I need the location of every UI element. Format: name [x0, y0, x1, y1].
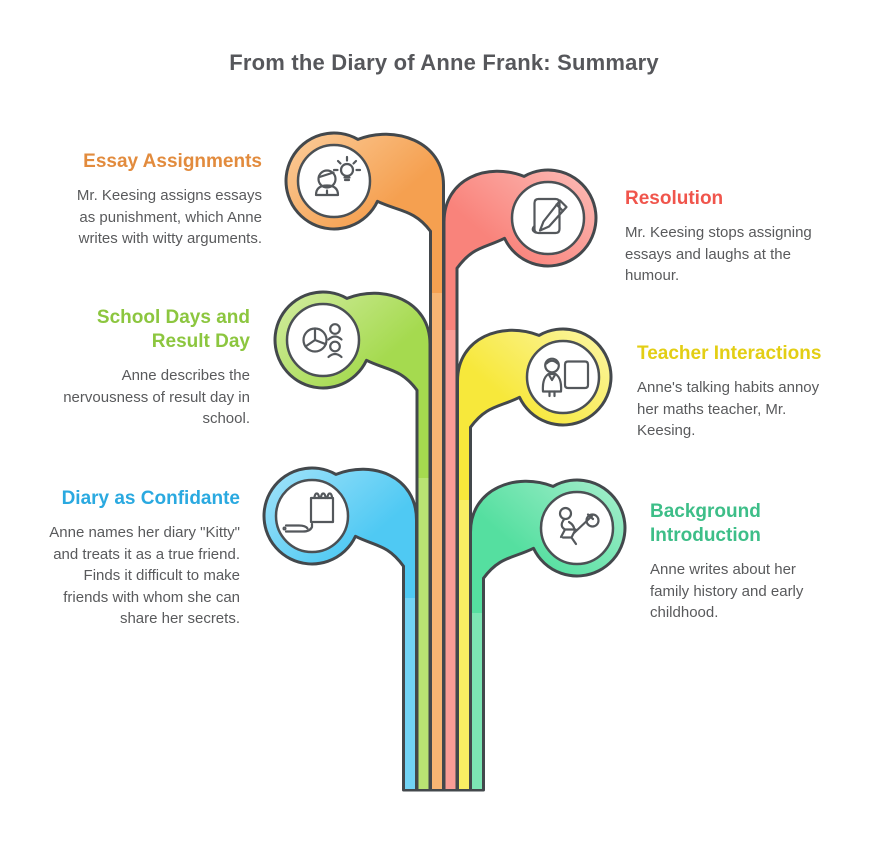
- icon-circle: [525, 339, 601, 415]
- branch-heading: School Days and Result Day: [96, 307, 250, 352]
- branch-note-background-introduction: Background Introduction Anne writes abou…: [650, 500, 865, 624]
- stem-segment: [445, 330, 456, 789]
- branch-description: Anne writes about her family history and…: [650, 561, 804, 621]
- branch-note-resolution: Resolution Mr. Keesing stops assigning e…: [625, 187, 855, 287]
- branch-heading: Resolution: [625, 188, 724, 209]
- teacher-board-icon: [541, 357, 590, 398]
- branch-heading: Diary as Confidante: [61, 488, 240, 509]
- notepad-hand-icon: [282, 492, 335, 533]
- paper-pen-icon: [531, 197, 568, 235]
- branch-description: Anne's talking habits annoy her maths te…: [637, 379, 820, 439]
- person-idea-icon: [314, 155, 362, 197]
- branch-diary-as-confidante: [262, 466, 418, 792]
- branch-essay-assignments: [284, 131, 445, 792]
- branch-resolution: [442, 168, 598, 792]
- stem-segment: [472, 613, 482, 789]
- branch-note-essay-assignments: Essay Assignments Mr. Keesing assigns es…: [26, 150, 262, 250]
- branch-heading: Essay Assignments: [83, 151, 262, 172]
- branch-note-diary-as-confidante: Diary as Confidante Anne names her diary…: [8, 487, 240, 630]
- branch-note-school-days: School Days and Result Day Anne describe…: [26, 306, 250, 430]
- branch-heading: Teacher Interactions: [637, 343, 822, 364]
- branch-background-introduction: [469, 478, 627, 792]
- branch-description: Anne describes the nervousness of result…: [63, 367, 250, 427]
- stem-segment: [405, 598, 415, 789]
- branch-teacher-interactions: [456, 327, 613, 792]
- icon-circle: [285, 302, 361, 378]
- person-bindle-icon: [558, 506, 600, 546]
- stem-segment: [432, 293, 442, 789]
- stem-segment: [418, 478, 429, 789]
- icon-circle: [510, 180, 586, 256]
- icon-circle: [296, 143, 372, 219]
- icon-circle: [539, 490, 615, 566]
- stem-segment: [459, 500, 469, 789]
- branch-description: Anne names her diary "Kitty" and treats …: [49, 524, 240, 627]
- branch-heading: Background Introduction: [650, 501, 761, 546]
- page-title: From the Diary of Anne Frank: Summary: [229, 50, 659, 75]
- branch-description: Mr. Keesing stops assigning essays and l…: [625, 224, 812, 284]
- branch-description: Mr. Keesing assigns essays as punishment…: [76, 187, 262, 247]
- branch-note-teacher-interactions: Teacher Interactions Anne's talking habi…: [637, 342, 867, 442]
- branch-school-days-and-result-day: [273, 290, 432, 792]
- pie-people-icon: [302, 323, 343, 359]
